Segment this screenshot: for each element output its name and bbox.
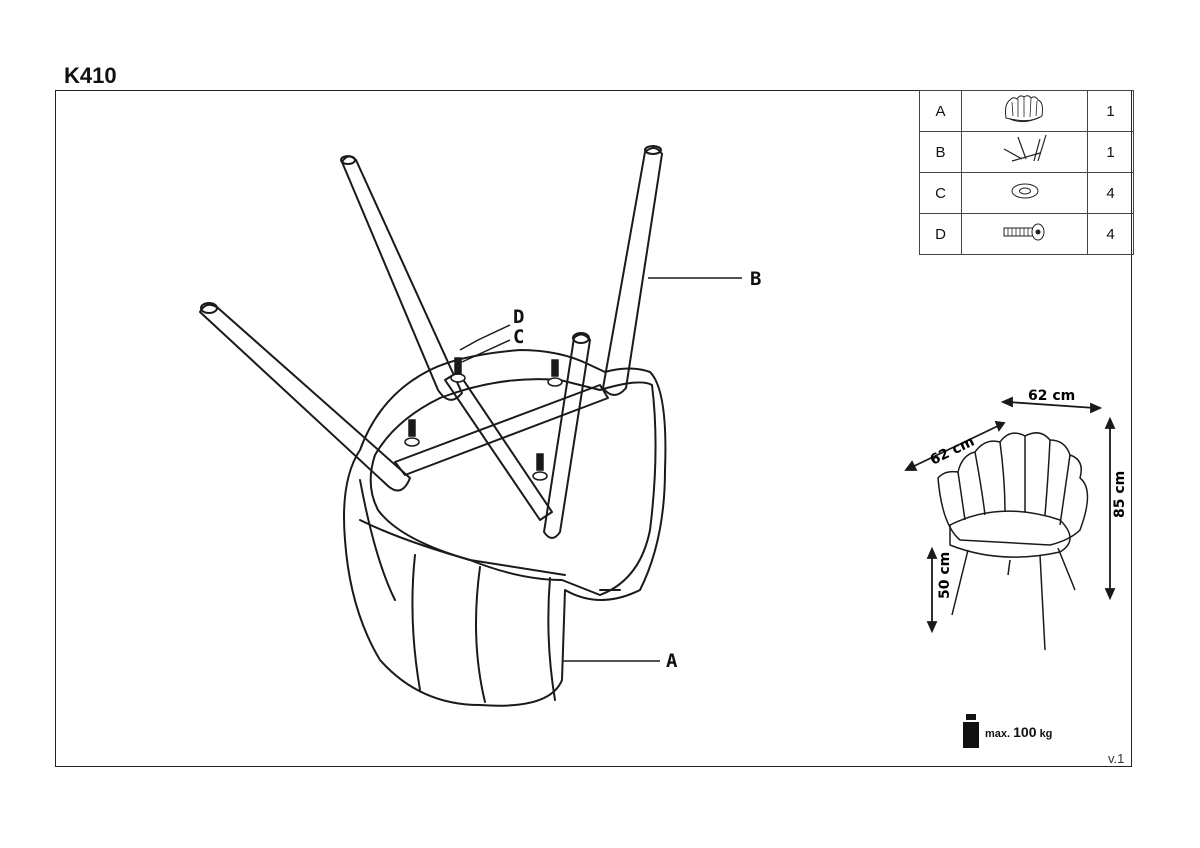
washer-icon <box>1011 183 1038 199</box>
max-load-value: 100 <box>1013 724 1037 740</box>
weight-icon <box>963 714 979 748</box>
product-code: K410 <box>64 63 117 88</box>
bolt-icon <box>1003 223 1044 241</box>
legs-frame-icon <box>1003 134 1047 162</box>
part-qty: 4 <box>1087 213 1134 255</box>
parts-row-c: C 4 <box>919 172 1134 214</box>
chair-seat-icon <box>1004 95 1043 123</box>
part-letter: C <box>919 172 962 214</box>
part-qty: 4 <box>1087 172 1134 214</box>
version-label: v.1 <box>1108 751 1125 766</box>
max-load-prefix: max. <box>985 728 1011 740</box>
callout-b: B <box>750 268 762 290</box>
part-qty: 1 <box>1087 90 1134 132</box>
parts-row-d: D 4 <box>919 213 1134 255</box>
part-letter: A <box>919 90 962 132</box>
parts-row-b: B 1 <box>919 131 1134 173</box>
part-letter: D <box>919 213 962 255</box>
part-qty: 1 <box>1087 131 1134 173</box>
callout-a: A <box>666 650 678 672</box>
parts-table: A 1 B 1 C 4 D <box>919 90 1134 255</box>
drawing-frame <box>55 90 1132 767</box>
max-load-label: max. 100 kg <box>985 724 1052 740</box>
max-load-unit: kg <box>1039 728 1053 740</box>
callout-c: C <box>513 326 525 348</box>
part-letter: B <box>919 131 962 173</box>
callout-d: D <box>513 306 525 328</box>
parts-row-a: A 1 <box>919 90 1134 132</box>
